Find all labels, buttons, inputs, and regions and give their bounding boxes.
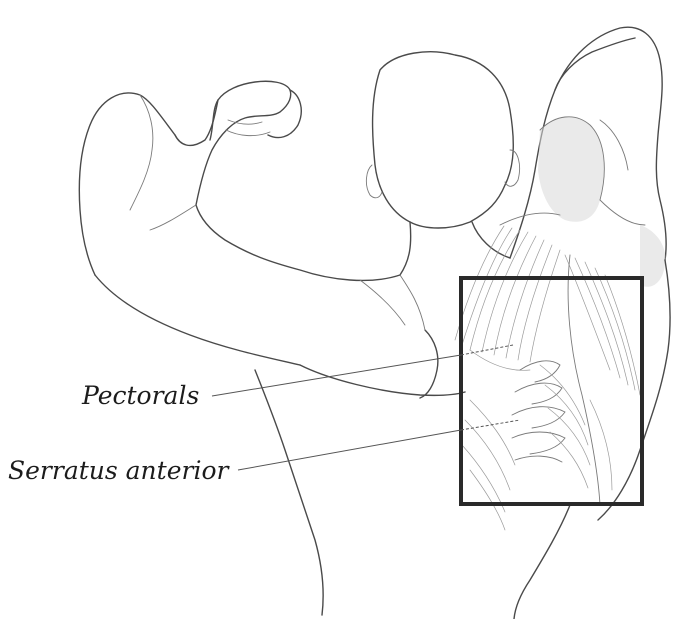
highlight-frame <box>461 278 642 504</box>
neck-outline <box>400 222 510 275</box>
raised-arm-outline <box>510 27 666 287</box>
head-outline <box>366 52 519 228</box>
pectorals-label: Pectorals <box>82 383 199 408</box>
serratus-leader-line <box>238 420 520 470</box>
serratus-anterior-label: Serratus anterior <box>8 458 228 483</box>
lateral-muscle-fibers <box>565 255 640 505</box>
flexed-arm-outline <box>79 81 400 365</box>
pectorals-leader-line <box>212 345 513 396</box>
pectoral-muscle <box>455 213 560 370</box>
